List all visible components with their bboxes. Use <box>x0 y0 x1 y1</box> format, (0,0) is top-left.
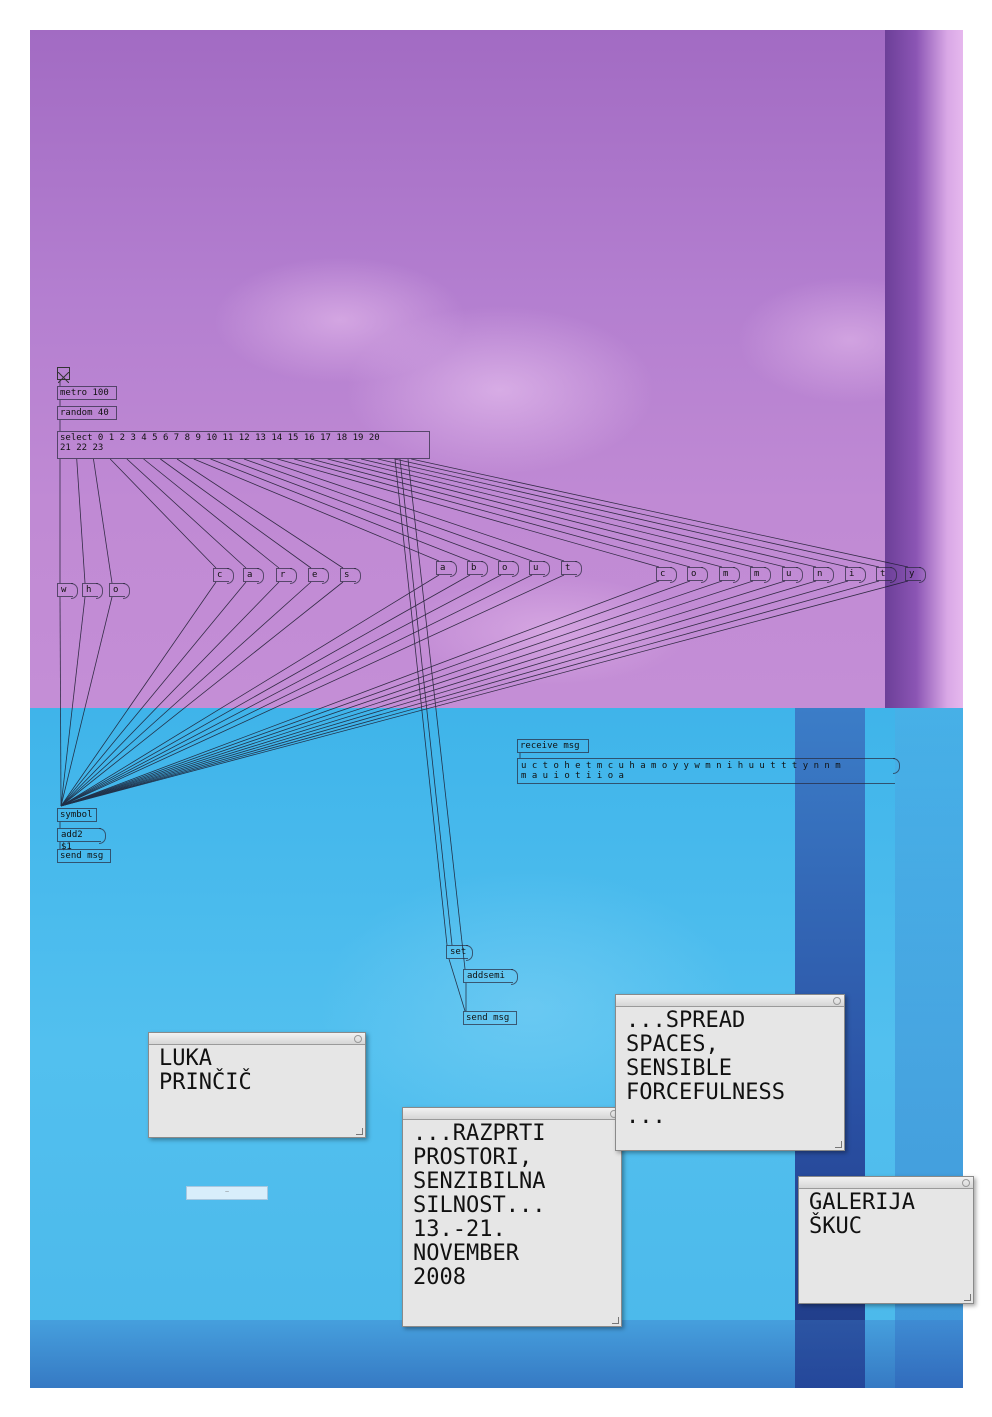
sky-photo-section <box>30 30 963 708</box>
mini-window[interactable]: — <box>186 1186 268 1200</box>
letter-message-c[interactable]: c <box>656 567 677 583</box>
letter-message-e[interactable]: e <box>308 568 329 584</box>
output-line-1: u c t o h e t m c u h a m o y y w m n i … <box>521 761 841 771</box>
letter-message-a[interactable]: a <box>243 568 264 584</box>
letter-message-u[interactable]: u <box>782 567 803 583</box>
add2-message[interactable]: add2 $1 <box>57 828 106 852</box>
letter-message-a[interactable]: a <box>436 561 457 577</box>
resize-grip-icon[interactable] <box>835 1141 842 1148</box>
resize-grip-icon[interactable] <box>356 1128 363 1135</box>
window-titlebar[interactable] <box>616 995 844 1007</box>
letter-message-y[interactable]: y <box>905 567 926 583</box>
letter-message-h[interactable]: h <box>82 583 103 599</box>
select-object[interactable]: select 0 1 2 3 4 5 6 7 8 9 10 11 12 13 1… <box>57 431 430 459</box>
title-slovenian-window[interactable]: ...RAZPRTI PROSTORI, SENZIBILNA SILNOST.… <box>402 1107 622 1327</box>
output-message-box[interactable]: u c t o h e t m c u h a m o y y w m n i … <box>517 758 900 784</box>
title-english-window[interactable]: ...SPREAD SPACES, SENSIBLE FORCEFULNESS … <box>615 994 845 1151</box>
artist-window[interactable]: LUKA PRINČIČ <box>148 1032 366 1138</box>
artist-name: LUKA PRINČIČ <box>159 1046 252 1095</box>
random-object[interactable]: random 40 <box>57 406 117 420</box>
letter-message-u[interactable]: u <box>529 561 550 577</box>
letter-message-o[interactable]: o <box>687 567 708 583</box>
title-slovenian-text: ...RAZPRTI PROSTORI, SENZIBILNA SILNOST.… <box>413 1121 546 1290</box>
letter-message-m[interactable]: m <box>750 567 771 583</box>
addsemi-message[interactable]: addsemi <box>463 969 518 985</box>
set-message[interactable]: set <box>446 945 473 961</box>
letter-message-n[interactable]: n <box>813 567 834 583</box>
letter-message-s[interactable]: s <box>340 568 361 584</box>
letter-message-o[interactable]: o <box>498 561 519 577</box>
window-titlebar[interactable] <box>403 1108 621 1120</box>
window-titlebar[interactable] <box>149 1033 365 1045</box>
receive-msg-object[interactable]: receive msg <box>517 739 589 753</box>
bang-toggle[interactable] <box>57 367 70 384</box>
toggle-x-icon <box>57 371 70 384</box>
letter-message-c[interactable]: c <box>213 568 234 584</box>
symbol-object[interactable]: symbol <box>57 808 97 822</box>
letter-message-t[interactable]: t <box>876 567 897 583</box>
floor-shadow <box>30 1320 963 1388</box>
venue-name: GALERIJA ŠKUC <box>809 1190 915 1239</box>
output-line-2: m a u i o t i i o a <box>521 771 624 781</box>
letter-message-t[interactable]: t <box>561 561 582 577</box>
resize-grip-icon[interactable] <box>964 1294 971 1301</box>
select-args-line2: 21 22 23 <box>60 443 104 453</box>
window-titlebar[interactable] <box>799 1177 973 1189</box>
letter-message-m[interactable]: m <box>719 567 740 583</box>
letter-message-o[interactable]: o <box>109 583 130 599</box>
select-args-line1: select 0 1 2 3 4 5 6 7 8 9 10 11 12 13 1… <box>60 433 380 443</box>
letter-message-r[interactable]: r <box>276 568 297 584</box>
title-english-text: ...SPREAD SPACES, SENSIBLE FORCEFULNESS … <box>626 1008 785 1129</box>
send-msg-right-object[interactable]: send msg <box>463 1011 517 1025</box>
metro-object[interactable]: metro 100 <box>57 386 117 400</box>
letter-message-b[interactable]: b <box>467 561 488 577</box>
letter-message-w[interactable]: w <box>57 583 78 599</box>
venue-window[interactable]: GALERIJA ŠKUC <box>798 1176 974 1304</box>
letter-message-i[interactable]: i <box>845 567 866 583</box>
send-msg-left-object[interactable]: send msg <box>57 849 111 863</box>
wall-edge-shadow <box>885 30 963 708</box>
resize-grip-icon[interactable] <box>612 1317 619 1324</box>
